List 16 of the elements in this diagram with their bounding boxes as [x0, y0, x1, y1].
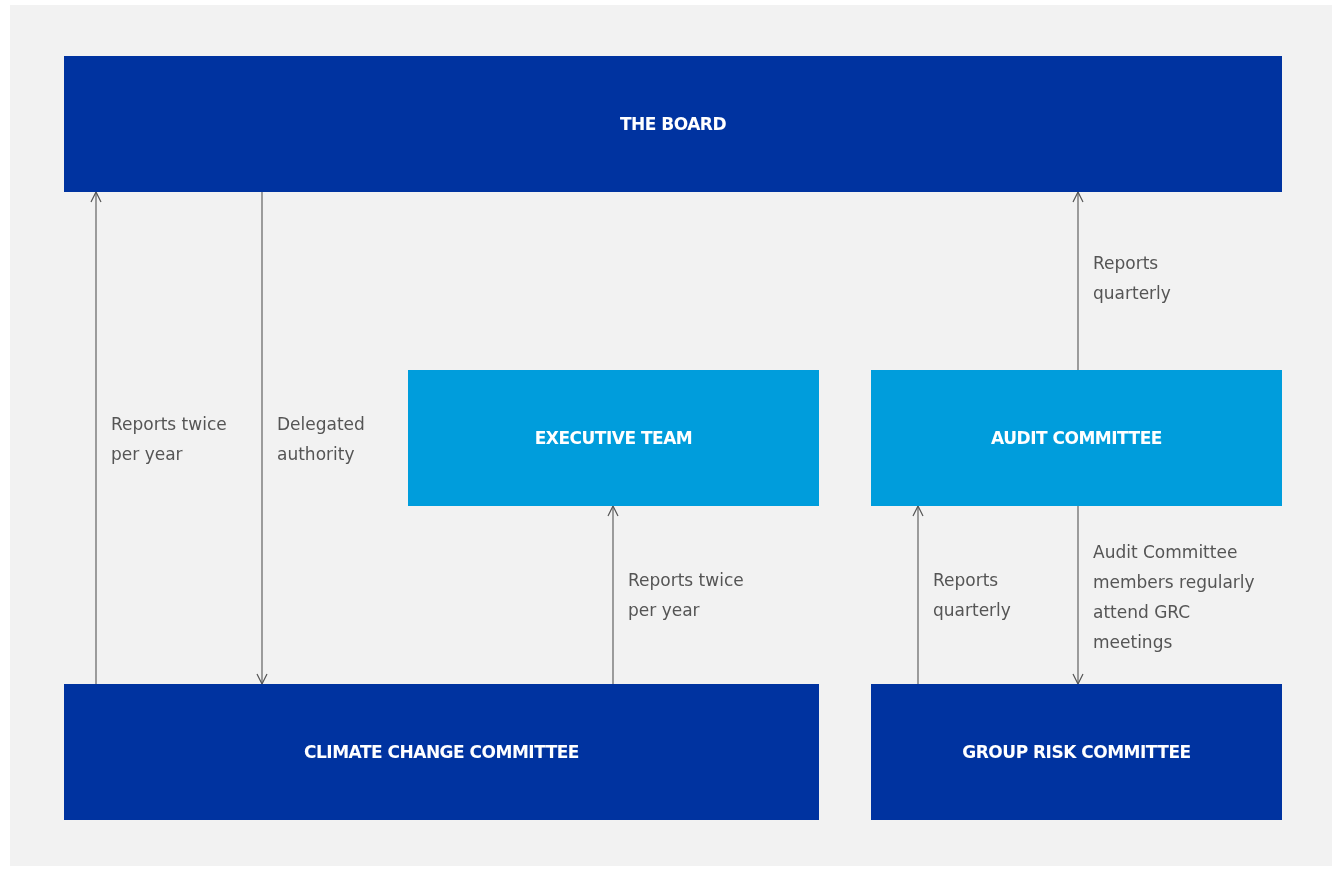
org-box: [871, 684, 1282, 820]
org-box: [408, 370, 819, 506]
org-box: [64, 684, 819, 820]
arrow: [912, 505, 924, 685]
box-title: THE BOARD: [619, 114, 727, 134]
org-box: [64, 56, 1282, 192]
arrow: [90, 191, 102, 685]
box-title: AUDIT COMMITTEE: [991, 428, 1162, 448]
box-title: GROUP RISK COMMITTEE: [962, 742, 1191, 762]
arrow: [256, 191, 268, 685]
box-title: CLIMATE CHANGE COMMITTEE: [304, 742, 579, 762]
arrow: [1072, 191, 1084, 371]
org-box: [871, 370, 1282, 506]
arrow: [607, 505, 619, 685]
arrow: [1072, 505, 1084, 685]
box-title: EXECUTIVE TEAM: [534, 428, 693, 448]
